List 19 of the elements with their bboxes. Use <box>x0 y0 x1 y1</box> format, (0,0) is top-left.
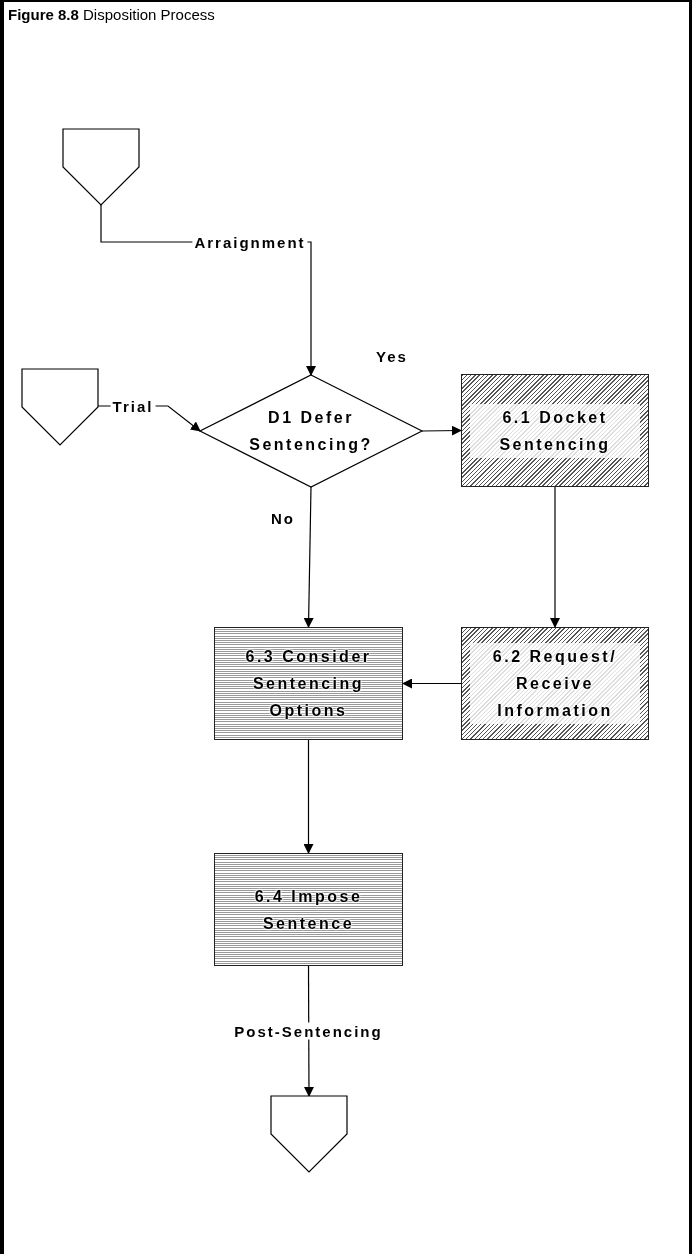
figure-title: Figure 8.8 Disposition Process <box>8 6 215 23</box>
arrow <box>550 486 560 628</box>
process-box <box>214 627 403 740</box>
arrow <box>303 739 314 854</box>
process-box <box>214 853 403 966</box>
decision-diamond <box>200 375 422 487</box>
off-page-connector <box>271 1096 347 1172</box>
off-page-connector <box>22 369 98 445</box>
process-box <box>461 627 649 740</box>
node-label: 6.1 Docket Sentencing <box>470 403 640 458</box>
arrow <box>303 486 314 628</box>
node-label: 6.2 Request/ Receive Information <box>470 643 640 724</box>
node-label: 6.3 Consider Sentencing Options <box>244 647 373 721</box>
arrow <box>421 425 462 436</box>
arrow <box>402 678 462 689</box>
node-label: 6.4 Impose Sentence <box>253 886 364 934</box>
node-label: D1 Defer Sentencing? <box>248 408 374 455</box>
off-page-connector <box>63 129 139 205</box>
process-box <box>461 374 649 487</box>
